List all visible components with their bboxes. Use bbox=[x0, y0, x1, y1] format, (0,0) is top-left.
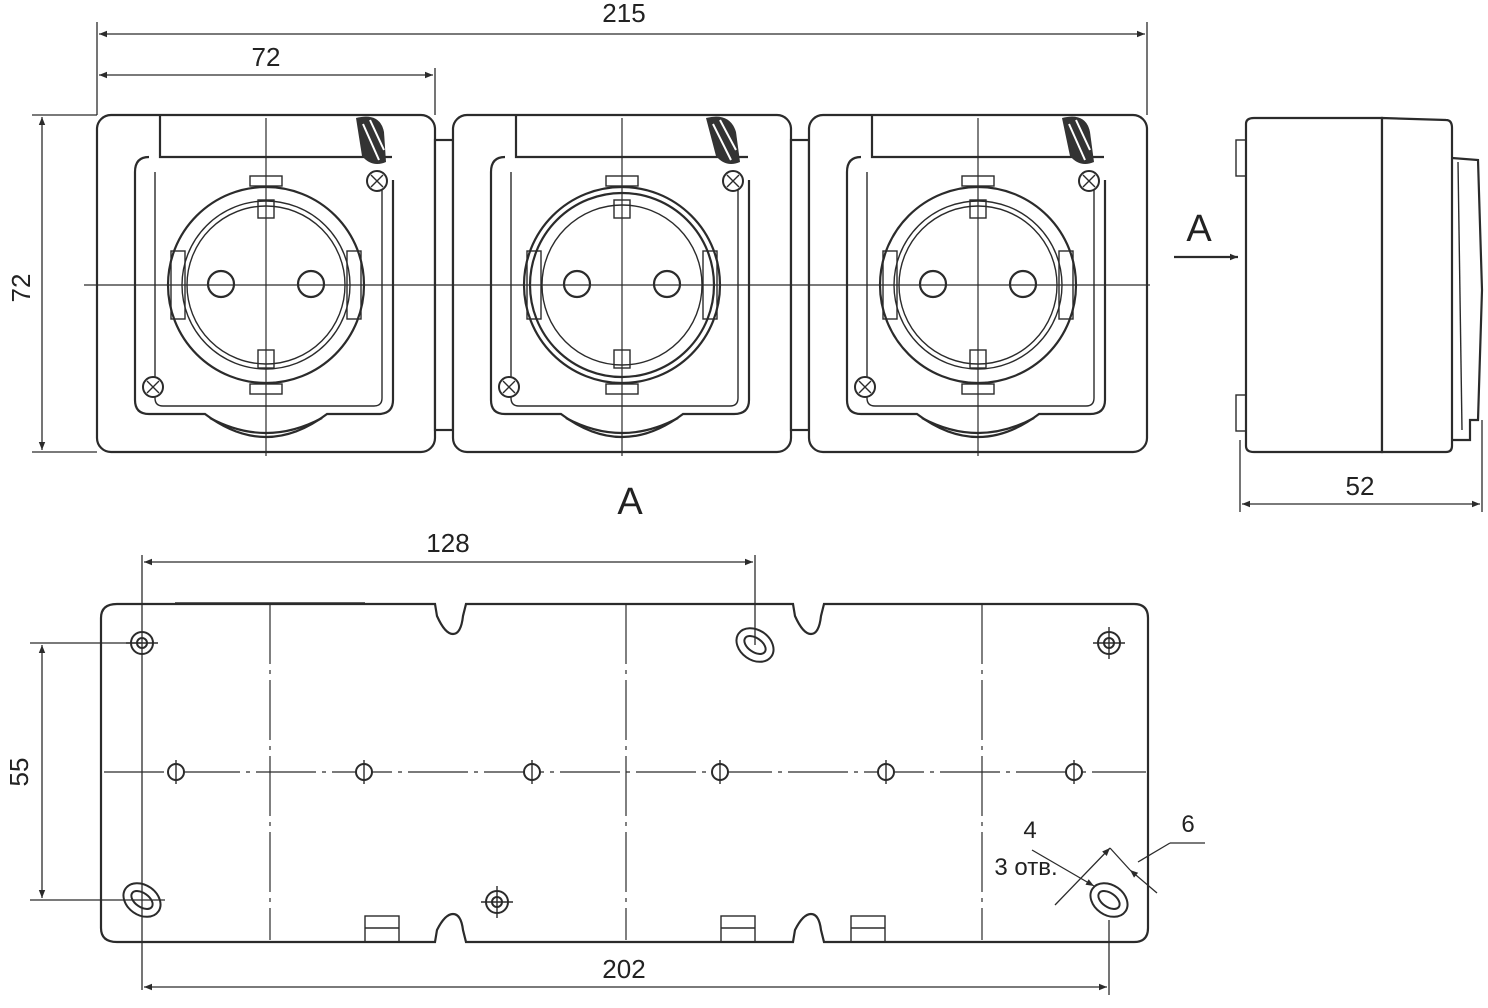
dimension-height: 72 bbox=[6, 114, 97, 453]
dimension-overall-width: 215 bbox=[96, 0, 1148, 115]
cable-hole bbox=[355, 760, 373, 784]
hole-large-label: 6 bbox=[1181, 811, 1194, 838]
cable-hole bbox=[711, 760, 729, 784]
vertical-mount-label: 55 bbox=[4, 758, 34, 787]
cable-hole bbox=[1065, 760, 1083, 784]
cable-hole bbox=[877, 760, 895, 784]
front-view bbox=[84, 113, 1150, 456]
mount-spacing-label: 128 bbox=[426, 528, 469, 558]
dimension-vertical-mount: 55 bbox=[4, 642, 165, 901]
dimension-depth: 52 bbox=[1239, 420, 1483, 512]
mount-hole-bottom-middle bbox=[481, 886, 513, 918]
dimension-module-width: 72 bbox=[99, 42, 436, 115]
cover-screw-top bbox=[1078, 170, 1100, 192]
hinge-clip bbox=[356, 116, 386, 164]
cable-hole bbox=[167, 760, 185, 784]
cable-entry-holes bbox=[167, 760, 1083, 784]
dimension-slot-detail: 4 3 отв. 6 bbox=[994, 811, 1205, 906]
depth-label: 52 bbox=[1346, 471, 1375, 501]
cover-screw-top bbox=[366, 170, 388, 192]
center-lines bbox=[84, 118, 1150, 456]
cover-screw-bottom bbox=[142, 376, 164, 398]
cover-screw-bottom bbox=[498, 376, 520, 398]
back-center-lines bbox=[104, 604, 1146, 940]
mount-slot-bottom-right bbox=[1089, 882, 1129, 918]
view-arrow-a: A bbox=[1174, 208, 1238, 261]
section-view-label: A bbox=[617, 481, 643, 523]
hole-small-label: 4 bbox=[1023, 817, 1036, 844]
dimension-mount-span: 202 bbox=[144, 920, 1110, 995]
cover-screw-top bbox=[722, 170, 744, 192]
hinge-clip bbox=[706, 116, 740, 164]
module-width-label: 72 bbox=[252, 42, 281, 72]
side-view bbox=[1235, 116, 1484, 454]
dimension-mount-spacing: 128 bbox=[141, 528, 756, 990]
hinge-clip bbox=[1062, 116, 1094, 164]
view-arrow-label: A bbox=[1186, 208, 1212, 250]
back-view bbox=[99, 602, 1150, 944]
cover-screw-bottom bbox=[854, 376, 876, 398]
mount-span-label: 202 bbox=[602, 954, 645, 984]
cable-hole bbox=[523, 760, 541, 784]
hole-count-label: 3 отв. bbox=[994, 854, 1057, 881]
height-label: 72 bbox=[6, 274, 36, 303]
overall-width-label: 215 bbox=[602, 0, 645, 28]
mount-hole-top-right bbox=[1093, 627, 1125, 659]
